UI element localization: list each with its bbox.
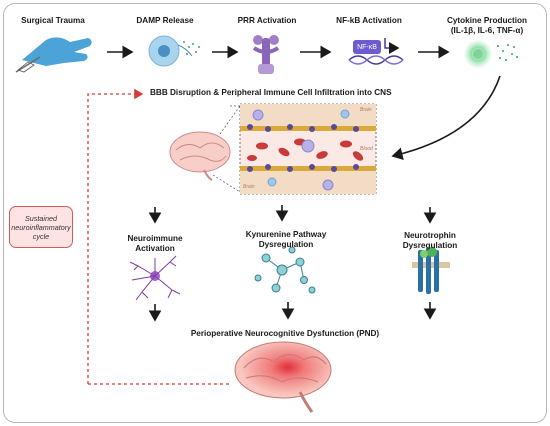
label-nfkb-activation: NF-kB Activation (336, 16, 402, 25)
cytokine-line-1: Cytokine Production (446, 16, 528, 25)
cycle-dashed-path (87, 88, 144, 384)
arrow-cytokine-to-bbb (391, 75, 501, 160)
label-pnd-outcome: Perioperative Neurocognitive Dysfunction… (190, 329, 380, 338)
cytokine-cell-icon (464, 40, 518, 68)
large-brain-icon (234, 341, 332, 413)
bbb-label-blood: Blood (360, 146, 373, 152)
label-surgical-trauma: Surgical Trauma (21, 16, 85, 25)
label-neurotrophin-dysregulation: Neurotrophin Dysregulation (402, 231, 458, 250)
prr-receptor-icon (252, 35, 280, 74)
bbb-label-brain-bottom: Brain (243, 184, 255, 190)
microglia-icon (129, 255, 181, 301)
cytokine-line-2: (IL-1β, IL-6, TNF-α) (450, 26, 524, 35)
label-neuroimmune-activation: Neuroimmune Activation (127, 234, 183, 253)
kynurenine-molecules-icon (254, 246, 316, 294)
label-kynurenine-dysregulation: Kynurenine Pathway Dysregulation (245, 230, 327, 249)
surgical-glove-icon (15, 37, 92, 73)
label-damp-release: DAMP Release (136, 16, 194, 25)
damp-cell-icon (148, 35, 200, 67)
bbb-panel (239, 103, 377, 195)
nfkb-badge: NF-κB (353, 40, 381, 54)
small-brain-icon (169, 131, 231, 181)
dna-icon (348, 38, 404, 65)
sustained-cycle-box: Sustained neuroinflammatory cycle (9, 206, 73, 248)
bbb-title: BBB Disruption & Peripheral Immune Cell … (150, 88, 392, 97)
bbb-label-brain-top: Brain (360, 107, 372, 113)
label-prr-activation: PRR Activation (237, 16, 297, 25)
label-cytokine-production: Cytokine Production (IL-1β, IL-6, TNF-α) (438, 16, 536, 36)
neurotrophin-receptor-icon (412, 247, 450, 294)
